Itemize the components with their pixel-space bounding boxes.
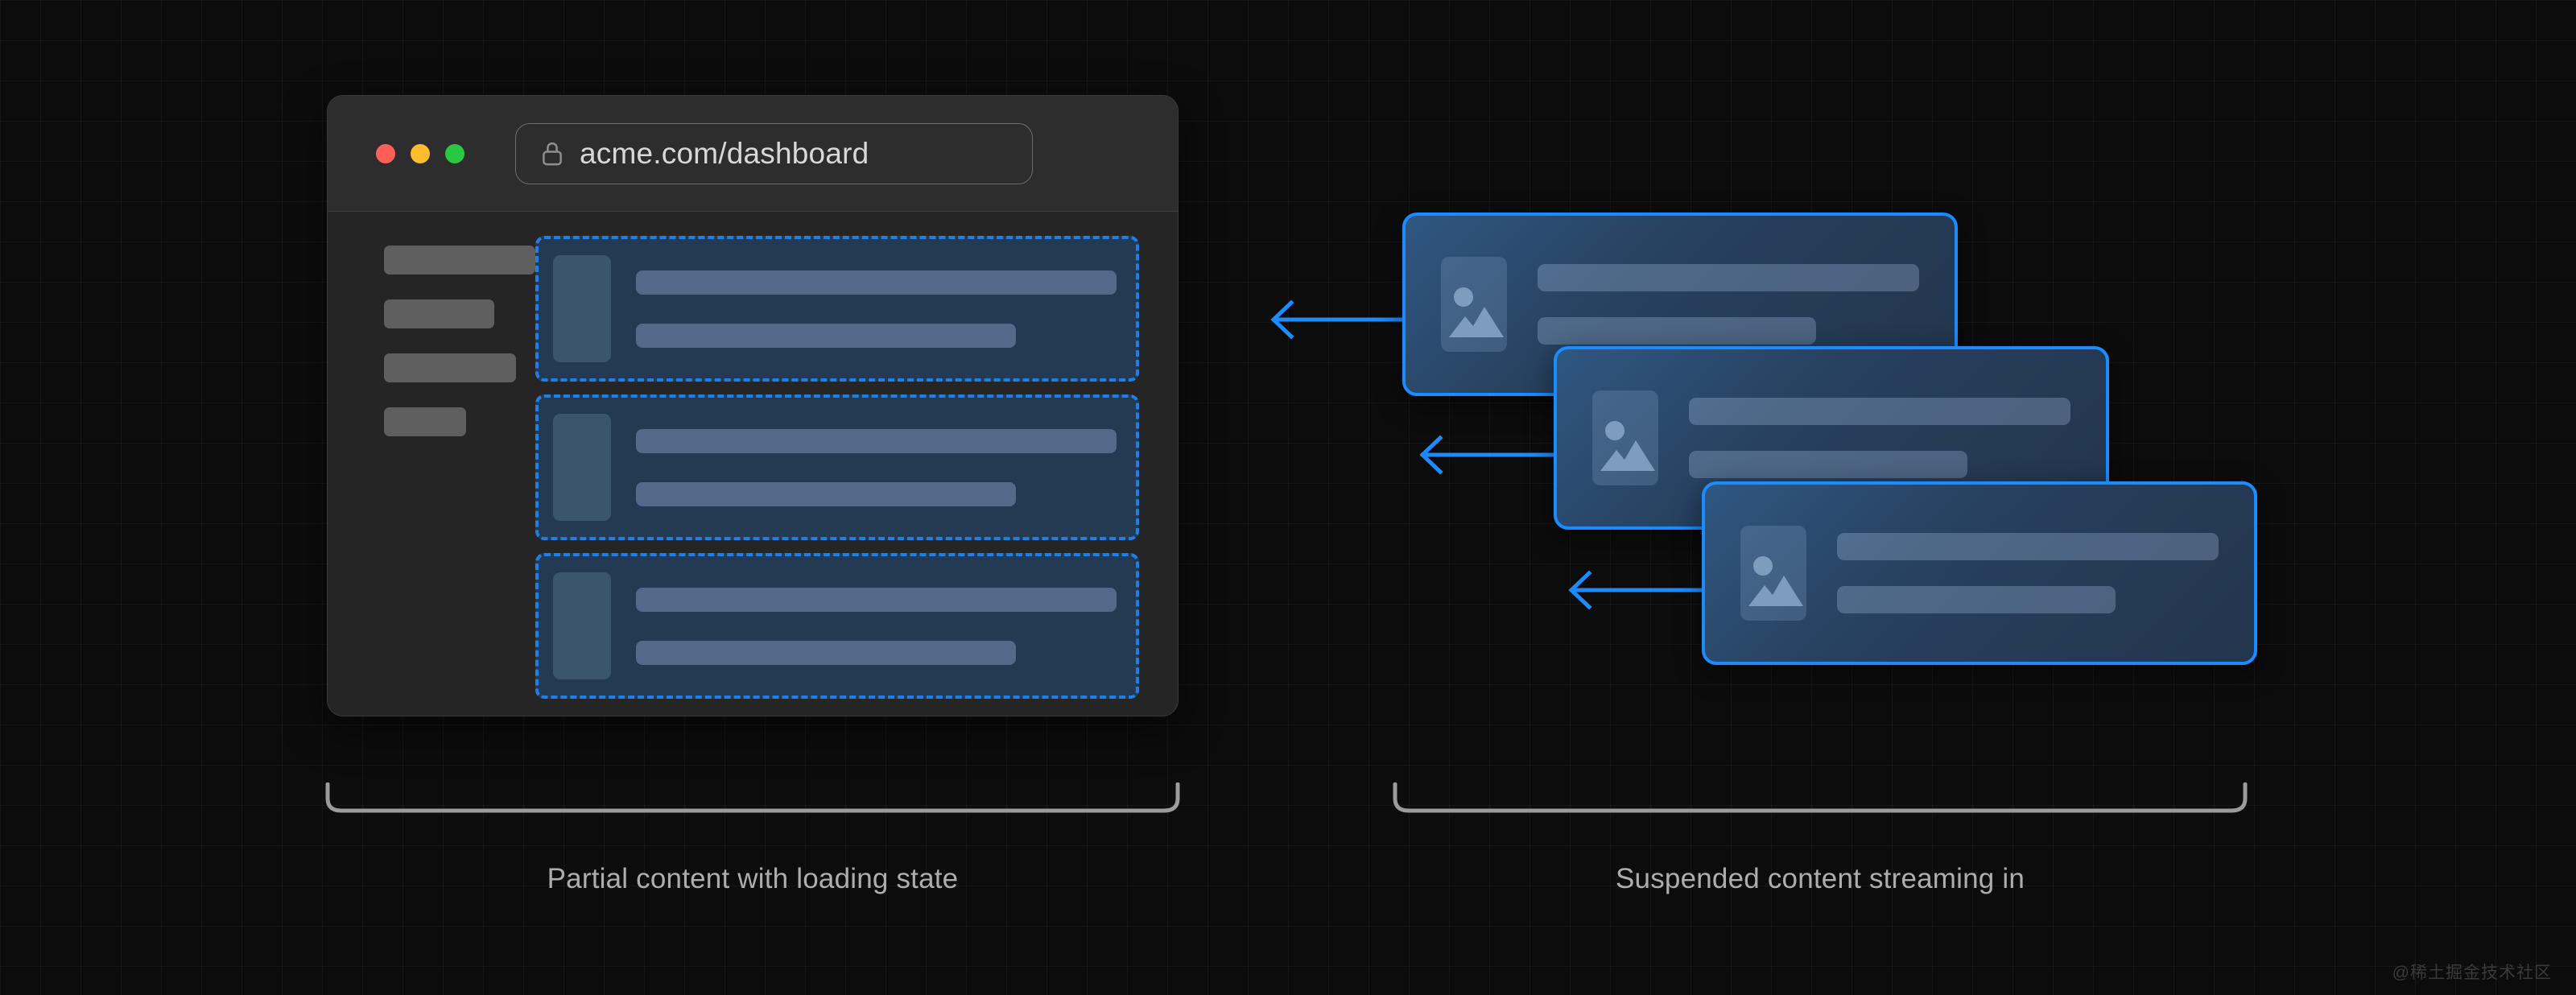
streaming-card [1702, 481, 2257, 665]
sidebar-skeleton [328, 212, 535, 716]
caption-left: Partial content with loading state [547, 863, 959, 894]
stream-arrow-left-icon [1270, 299, 1406, 340]
image-icon [1592, 390, 1658, 485]
watermark: @稀土掘金技术社区 [2392, 964, 2552, 982]
content-line [1837, 586, 2116, 613]
bracket-right [1393, 782, 2248, 813]
loading-card [535, 553, 1139, 699]
streaming-card-lines [1689, 398, 2070, 478]
skeleton-line [636, 481, 1016, 506]
streaming-card [1402, 213, 1958, 396]
sidebar-skeleton-item [384, 299, 495, 328]
stream-arrow-left-icon [1568, 570, 1703, 610]
loading-card-list [535, 212, 1178, 716]
content-line [1538, 264, 1919, 291]
stream-arrow-left-icon [1419, 435, 1554, 475]
streaming-card-lines [1538, 264, 1919, 345]
streaming-card-lines [1837, 533, 2219, 613]
content-line [1837, 533, 2219, 560]
image-icon [1441, 257, 1507, 352]
address-bar-url: acme.com/dashboard [580, 137, 869, 170]
address-bar[interactable]: acme.com/dashboard [515, 123, 1033, 184]
minimize-button[interactable] [411, 144, 430, 163]
maximize-button[interactable] [445, 144, 464, 163]
skeleton-line [636, 428, 1117, 453]
loading-card-lines [636, 270, 1117, 348]
browser-title-bar: acme.com/dashboard [328, 96, 1178, 212]
loading-card-lines [636, 587, 1117, 665]
skeleton-line [636, 270, 1117, 295]
bracket-left [325, 782, 1180, 813]
image-placeholder-icon [553, 414, 611, 521]
caption-right: Suspended content streaming in [1616, 863, 2025, 894]
image-placeholder-icon [553, 572, 611, 679]
content-line [1689, 398, 2070, 425]
traffic-light-group [376, 144, 464, 163]
skeleton-line [636, 640, 1016, 665]
close-button[interactable] [376, 144, 395, 163]
sidebar-skeleton-item [384, 407, 466, 436]
skeleton-line [636, 587, 1117, 612]
browser-viewport [328, 212, 1178, 716]
loading-card [535, 394, 1139, 540]
loading-card [535, 236, 1139, 382]
loading-card-lines [636, 428, 1117, 506]
content-line [1689, 451, 1968, 478]
browser-window-mockup: acme.com/dashboard [327, 95, 1179, 716]
lock-icon [543, 142, 562, 166]
sidebar-skeleton-item [384, 246, 535, 275]
sidebar-skeleton-item [384, 353, 516, 382]
image-icon [1740, 526, 1806, 621]
skeleton-line [636, 323, 1016, 348]
content-line [1538, 317, 1817, 345]
image-placeholder-icon [553, 255, 611, 362]
